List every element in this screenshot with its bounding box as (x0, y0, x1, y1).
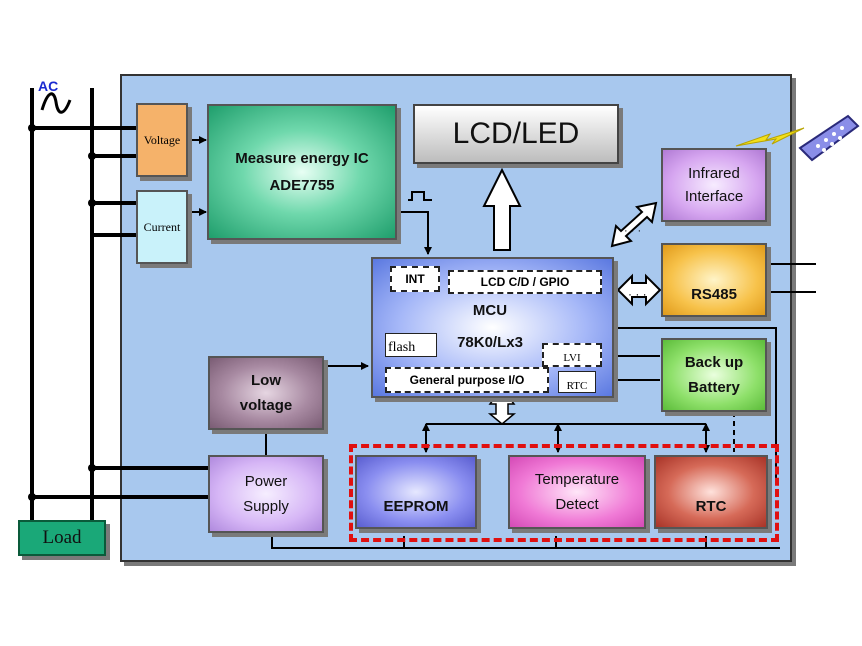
remote-control-icon (798, 114, 860, 162)
mcu-rtc-block: RTC (558, 371, 596, 393)
mcu-int-label: INT (405, 272, 425, 286)
load-block: Load (18, 520, 106, 556)
rs485-label: RS485 (691, 285, 737, 303)
mcu-lcd-gpio-label: LCD C/D / GPIO (480, 275, 570, 289)
lcd-led-block: LCD/LED (413, 104, 619, 164)
load-label: Load (42, 527, 82, 548)
rtc-block: RTC (654, 455, 768, 529)
battery-line2: Battery (688, 379, 740, 396)
mcu-lvi-label: LVI (563, 352, 581, 364)
mcu-to-lcd-arrow (482, 167, 522, 251)
power-supply-line2: Supply (243, 498, 289, 515)
svg-text:· · ·: · · · (624, 225, 641, 237)
low-voltage-line2: voltage (239, 397, 293, 414)
mcu-rs485-arrow (616, 273, 662, 307)
rtc-label: RTC (695, 497, 727, 515)
mcu-bus-arrow (487, 395, 517, 425)
measure-ic-title: Measure energy IC (235, 150, 369, 167)
infrared-line2: Interface (684, 188, 744, 205)
infrared-interface: Infrared Interface (661, 148, 767, 222)
ac-label: AC (38, 78, 59, 94)
power-supply-line1: Power (244, 473, 288, 490)
eeprom-label: EEPROM (383, 497, 449, 515)
mains-junctions (28, 124, 96, 501)
svg-text:· · ·: · · · (628, 287, 647, 301)
mcu-int-block: INT (390, 266, 440, 292)
lightning-icon (735, 127, 805, 147)
battery-line1: Back up (684, 354, 744, 371)
low-voltage-block: Low voltage (208, 356, 324, 430)
temperature-line1: Temperature (534, 471, 620, 488)
temperature-detect-block: Temperature Detect (508, 455, 646, 529)
mcu-model: 78K0/Lx3 (457, 334, 523, 351)
peripheral-group-outline (349, 444, 779, 542)
current-block: Current (136, 190, 188, 264)
voltage-label: Voltage (143, 132, 181, 147)
mcu-lcd-gpio-block: LCD C/D / GPIO (448, 270, 602, 294)
mcu-flash-block: flash (385, 333, 437, 357)
mcu-title: MCU (472, 302, 508, 319)
ac-sine-icon (40, 92, 72, 114)
rs485-block: RS485 (661, 243, 767, 317)
voltage-block: Voltage (136, 103, 188, 177)
lcd-led-label: LCD/LED (452, 117, 580, 150)
mcu-infrared-arrow (610, 201, 658, 248)
mcu-lvi-block: LVI (542, 343, 602, 367)
mains-lines (30, 88, 208, 522)
mcu-gpio-label: General purpose I/O (409, 373, 525, 387)
infrared-line1: Infrared (688, 165, 740, 182)
backup-battery: Back up Battery (661, 338, 767, 412)
temperature-line2: Detect (555, 496, 599, 513)
mcu-rtc-label: RTC (566, 380, 588, 392)
current-label: Current (143, 219, 181, 234)
power-supply-block: Power Supply (208, 455, 324, 533)
measure-ic-model: ADE7755 (269, 177, 335, 194)
eeprom-block: EEPROM (355, 455, 477, 529)
measure-energy-ic: Measure energy IC ADE7755 (207, 104, 397, 240)
mcu-gpio-block: General purpose I/O (385, 367, 549, 393)
low-voltage-line1: Low (251, 372, 281, 389)
mcu-flash-label: flash (388, 340, 416, 355)
